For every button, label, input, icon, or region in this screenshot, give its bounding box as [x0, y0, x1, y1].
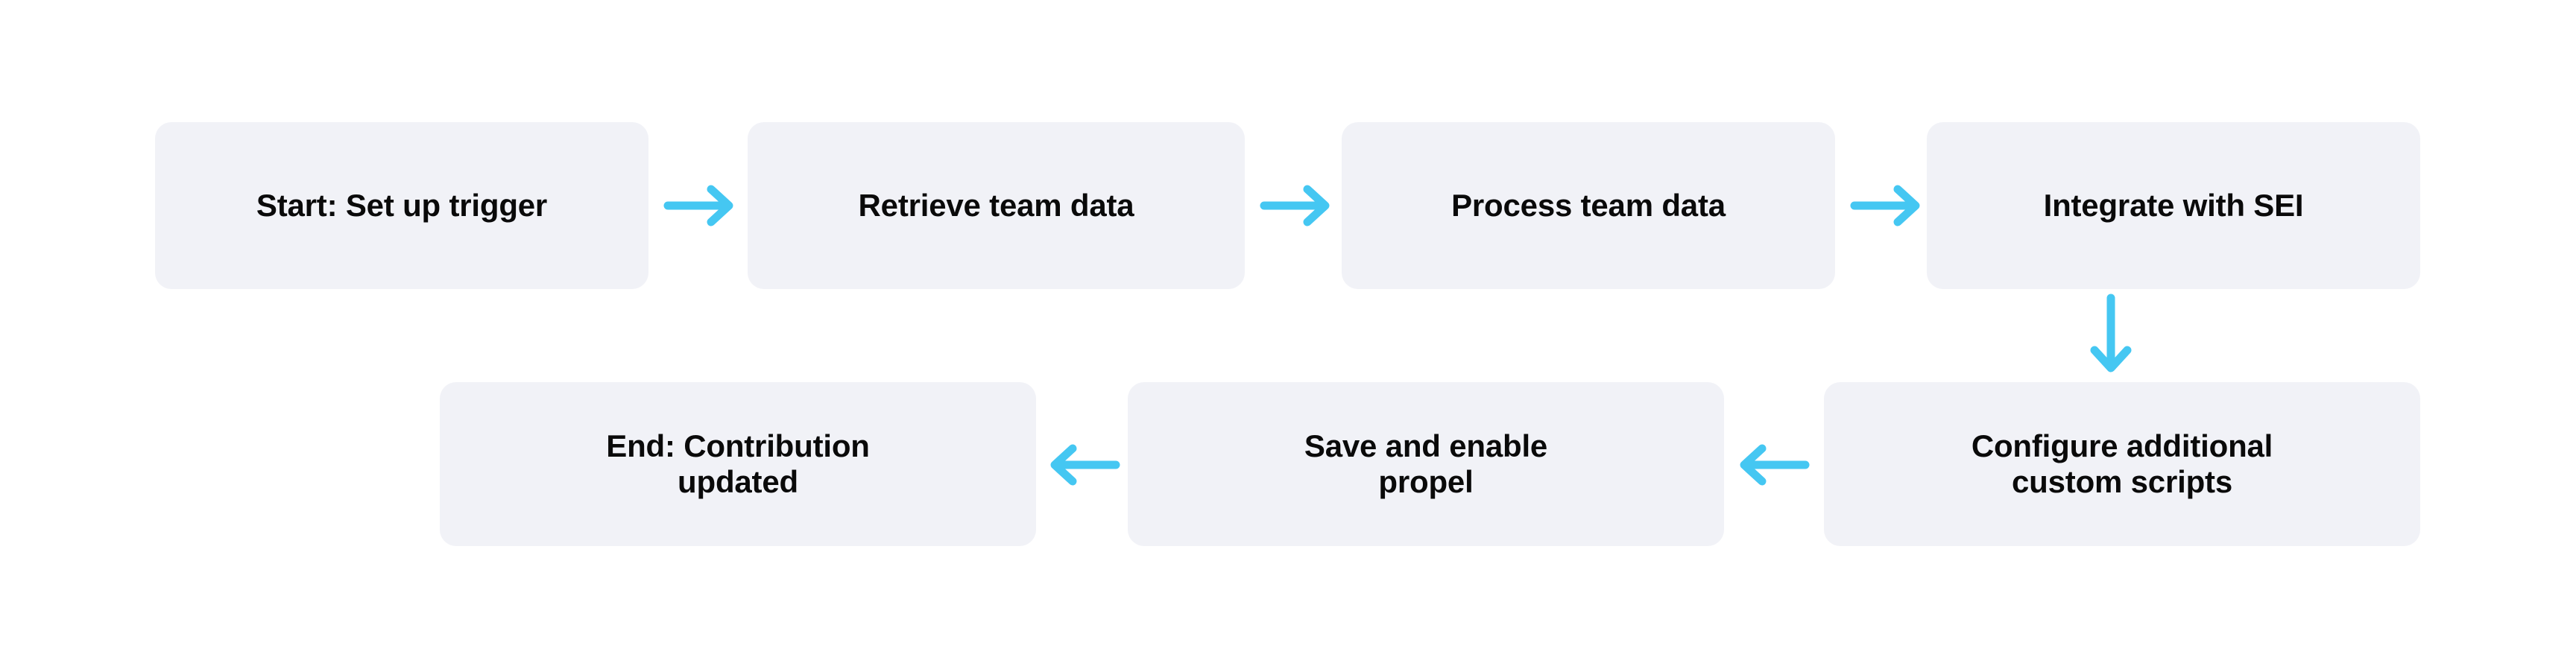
arrow-process-to-integrate — [1850, 182, 1923, 229]
flow-node-integrate-with-sei[interactable]: Integrate with SEI — [1927, 122, 2420, 289]
flow-node-integrate-with-sei-label: Integrate with SEI — [2043, 187, 2304, 223]
flow-node-save-and-enable-propel[interactable]: Save and enable propel — [1128, 382, 1724, 546]
arrow-integrate-to-configure — [2087, 294, 2135, 375]
flow-node-save-and-enable-propel-label: Save and enable propel — [1304, 428, 1548, 499]
flow-node-start-label: Start: Set up trigger — [256, 187, 548, 223]
arrow-save-to-end — [1047, 441, 1120, 489]
flow-node-retrieve-team-data-label: Retrieve team data — [858, 187, 1134, 223]
arrow-configure-to-save — [1737, 441, 1810, 489]
flow-node-end-contribution-updated-label: End: Contribution updated — [606, 428, 870, 499]
arrow-retrieve-to-process — [1260, 182, 1333, 229]
flow-node-start[interactable]: Start: Set up trigger — [155, 122, 648, 289]
arrow-start-to-retrieve — [663, 182, 736, 229]
flow-node-process-team-data[interactable]: Process team data — [1342, 122, 1835, 289]
flow-node-configure-custom-scripts-label: Configure additional custom scripts — [1971, 428, 2273, 499]
flow-node-retrieve-team-data[interactable]: Retrieve team data — [748, 122, 1245, 289]
flow-node-configure-custom-scripts[interactable]: Configure additional custom scripts — [1824, 382, 2420, 546]
flow-node-end-contribution-updated[interactable]: End: Contribution updated — [440, 382, 1036, 546]
flow-node-process-team-data-label: Process team data — [1451, 187, 1726, 223]
